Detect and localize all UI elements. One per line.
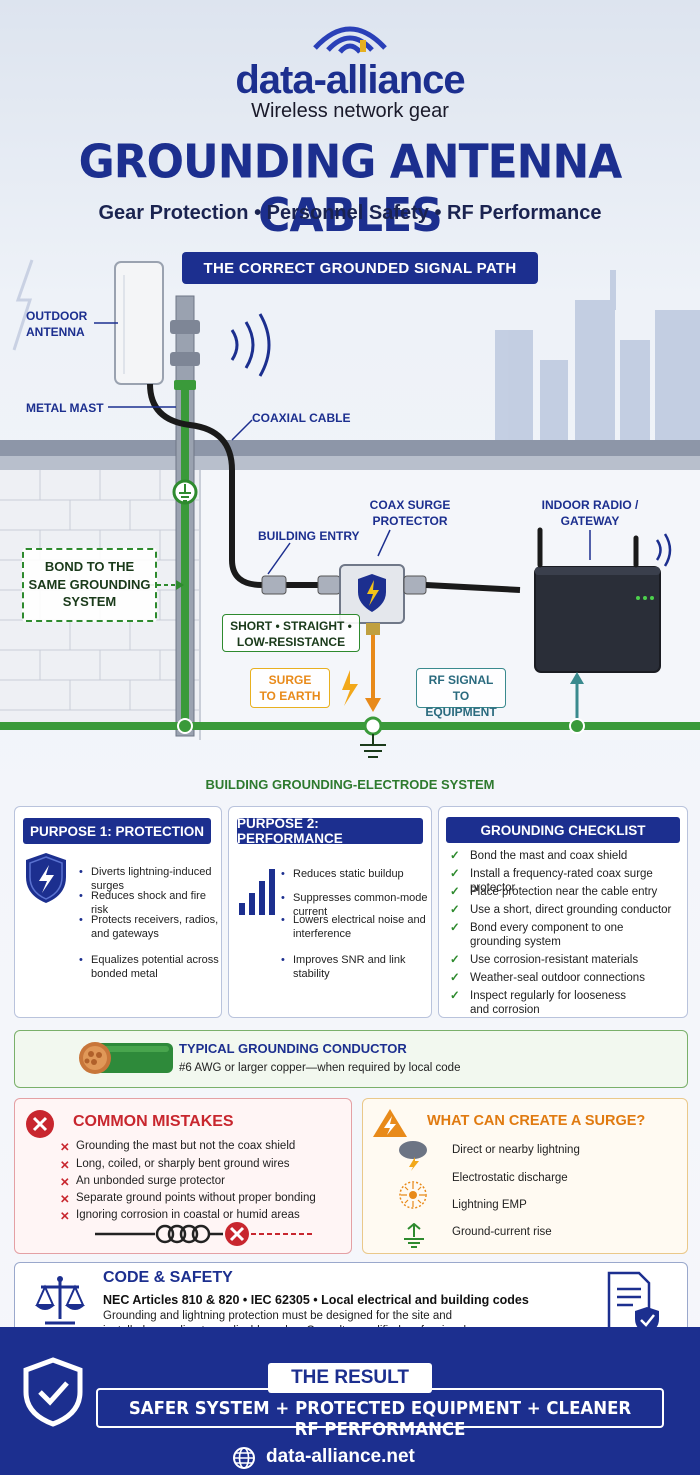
grounding-conductor-card: TYPICAL GROUNDING CONDUCTOR #6 AWG or la…	[14, 1030, 688, 1088]
checklist-item: ✓Bond the mast and coax shield	[450, 850, 628, 862]
check-icon: ✓	[450, 972, 460, 984]
surge-item: Electrostatic discharge	[452, 1172, 568, 1184]
brand-logo: data-alliance	[235, 58, 465, 102]
surge-protector-label: COAX SURGE PROTECTOR	[369, 498, 451, 529]
mistake-item: ✕Ignoring corrosion in coastal or humid …	[60, 1209, 300, 1223]
purpose-protection-title: PURPOSE 1: PROTECTION	[23, 818, 211, 844]
check-icon: ✓	[450, 990, 460, 1002]
copper-wire-icon	[79, 1042, 173, 1074]
rf-signal-label: RF SIGNAL TO EQUIPMENT	[416, 668, 506, 719]
purpose1-item: Protects receivers, radios, and gateways	[79, 913, 219, 942]
grounding-system-label: BUILDING GROUNDING-ELECTRODE SYSTEM	[205, 777, 495, 792]
result-title: THE RESULT	[268, 1363, 432, 1393]
page-subtitle: Gear Protection • Personnel Safety • RF …	[98, 202, 602, 224]
checklist-item: ✓Use corrosion-resistant materials	[450, 954, 639, 966]
city-skyline	[495, 270, 700, 440]
purpose-performance-title: PURPOSE 2: PERFORMANCE	[237, 816, 423, 846]
check-icon: ✓	[450, 886, 460, 898]
surge-to-earth-label: SURGE TO EARTH	[250, 668, 330, 708]
scales-of-justice-icon	[35, 1276, 85, 1325]
x-icon: ✕	[60, 1211, 70, 1223]
building-entry-label: BUILDING ENTRY	[258, 529, 360, 543]
surge-item: Lightning EMP	[452, 1199, 527, 1211]
purpose2-item: Improves SNR and link stability	[281, 953, 429, 982]
conductor-description: #6 AWG or larger copper—when required by…	[179, 1062, 461, 1074]
checklist-item: ✓Use a short, direct grounding conductor	[450, 904, 672, 916]
surge-sources-card: WHAT CAN CREATE A SURGE?	[362, 1098, 688, 1254]
lightning-bolt	[12, 259, 34, 351]
check-icon: ✓	[450, 904, 460, 916]
coiled-wire-icon	[95, 1222, 315, 1246]
purpose2-item: Lowers electrical noise and interference	[281, 913, 429, 942]
metal-mast-label: METAL MAST	[26, 401, 104, 415]
surge-item: Direct or nearby lightning	[452, 1144, 580, 1156]
purpose1-item: Equalizes potential across bonded metal	[79, 953, 219, 982]
tagline: Wireless network gear	[251, 100, 449, 122]
check-icon: ✓	[450, 922, 460, 934]
cloud-lightning-icon	[399, 1141, 427, 1171]
checklist-item: ✓Bond every component to one grounding s…	[450, 922, 624, 949]
checklist-item: ✓Weather-seal outdoor connections	[450, 972, 645, 984]
surge-title: WHAT CAN CREATE A SURGE?	[427, 1113, 646, 1129]
checklist-item: ✓Place protection near the cable entry	[450, 886, 658, 898]
mistake-item: ✕Separate ground points without proper b…	[60, 1192, 316, 1206]
signal-path-banner: THE CORRECT GROUNDED SIGNAL PATH	[182, 252, 538, 284]
mistake-item: ✕Grounding the mast but not the coax shi…	[60, 1140, 296, 1154]
x-icon: ✕	[60, 1142, 70, 1154]
x-icon: ✕	[60, 1194, 70, 1206]
purpose2-item: Reduces static buildup	[281, 867, 429, 882]
mistake-item: ✕An unbonded surge protector	[60, 1175, 225, 1189]
ground-rise-icon	[404, 1223, 424, 1248]
coaxial-cable-label: COAXIAL CABLE	[252, 411, 351, 425]
checklist-item: ✓Install a frequency-rated coax surge pr…	[450, 868, 653, 895]
x-icon: ✕	[60, 1160, 70, 1172]
shield-check-icon	[23, 1357, 83, 1427]
result-footer	[0, 1327, 700, 1475]
short-straight-label: SHORT • STRAIGHT • LOW-RESISTANCE	[222, 614, 360, 652]
x-icon: ✕	[60, 1177, 70, 1189]
surge-item: Ground-current rise	[452, 1226, 552, 1238]
common-mistakes-card: COMMON MISTAKES	[14, 1098, 352, 1254]
signal-bars-icon	[239, 869, 275, 915]
bond-label: BOND TO THE SAME GROUNDING SYSTEM	[22, 548, 157, 622]
indoor-radio-label: INDOOR RADIO / GATEWAY	[541, 498, 639, 529]
check-icon: ✓	[450, 850, 460, 862]
warning-lightning-icon	[373, 1109, 407, 1137]
document-shield-icon	[607, 1271, 659, 1335]
check-icon: ✓	[450, 954, 460, 966]
checklist-title: GROUNDING CHECKLIST	[446, 817, 680, 843]
mistakes-title: COMMON MISTAKES	[73, 1113, 234, 1130]
static-discharge-icon	[399, 1181, 427, 1209]
website-link[interactable]: data-alliance.net	[266, 1446, 415, 1467]
page-title: GROUNDING ANTENNA CABLES	[78, 135, 623, 243]
code-standards: NEC Articles 810 & 820 • IEC 62305 • Loc…	[103, 1293, 529, 1307]
checklist-item: ✓Inspect regularly for looseness and cor…	[450, 990, 626, 1017]
purpose-performance-card: PURPOSE 2: PERFORMANCE Reduces static bu…	[228, 806, 432, 1018]
code-safety-title: CODE & SAFETY	[103, 1269, 233, 1286]
check-icon: ✓	[450, 868, 460, 880]
shield-lightning-icon	[26, 853, 66, 903]
purpose-protection-card: PURPOSE 1: PROTECTION Diverts lightning-…	[14, 806, 222, 1018]
x-circle-icon	[26, 1110, 54, 1138]
result-text: SAFER SYSTEM + PROTECTED EQUIPMENT + CLE…	[128, 1398, 632, 1440]
mistake-item: ✕Long, coiled, or sharply bent ground wi…	[60, 1158, 290, 1172]
conductor-title: TYPICAL GROUNDING CONDUCTOR	[179, 1041, 407, 1056]
globe-icon	[233, 1447, 255, 1469]
outdoor-antenna-label: OUTDOOR ANTENNA	[26, 309, 88, 340]
